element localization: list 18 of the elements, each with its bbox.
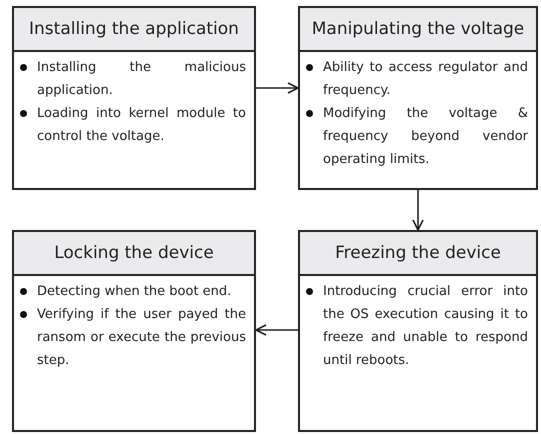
card-heading: Manipulating the voltage [300,8,536,52]
bullet-text: Introducing crucial error into the OS execution causing it to freeze and unable to respond until reboots. [323,283,528,370]
arrow [255,324,298,336]
card-heading: Freezing the device [300,232,536,276]
bullet-text: Modifying the voltage & frequency beyond vendor operating limits. [323,105,528,169]
card-heading: Installing the application [14,8,254,52]
arrow [412,190,424,231]
card-heading: Locking the device [14,232,254,276]
process-card [298,6,538,190]
process-card [298,230,538,432]
bullet-text: Ability to access regulator and frequency. [323,59,528,100]
bullet-text: Verifying if the user payed the ransom or execute the previous step. [37,306,246,370]
process-card [12,230,256,432]
bullet-text: Installing the malicious application. [37,59,246,100]
arrow [256,82,299,94]
process-card [12,6,256,190]
bullet-text: Detecting when the boot end. [37,283,232,301]
bullet-text: Loading into kernel module to control the voltage. [37,105,246,146]
